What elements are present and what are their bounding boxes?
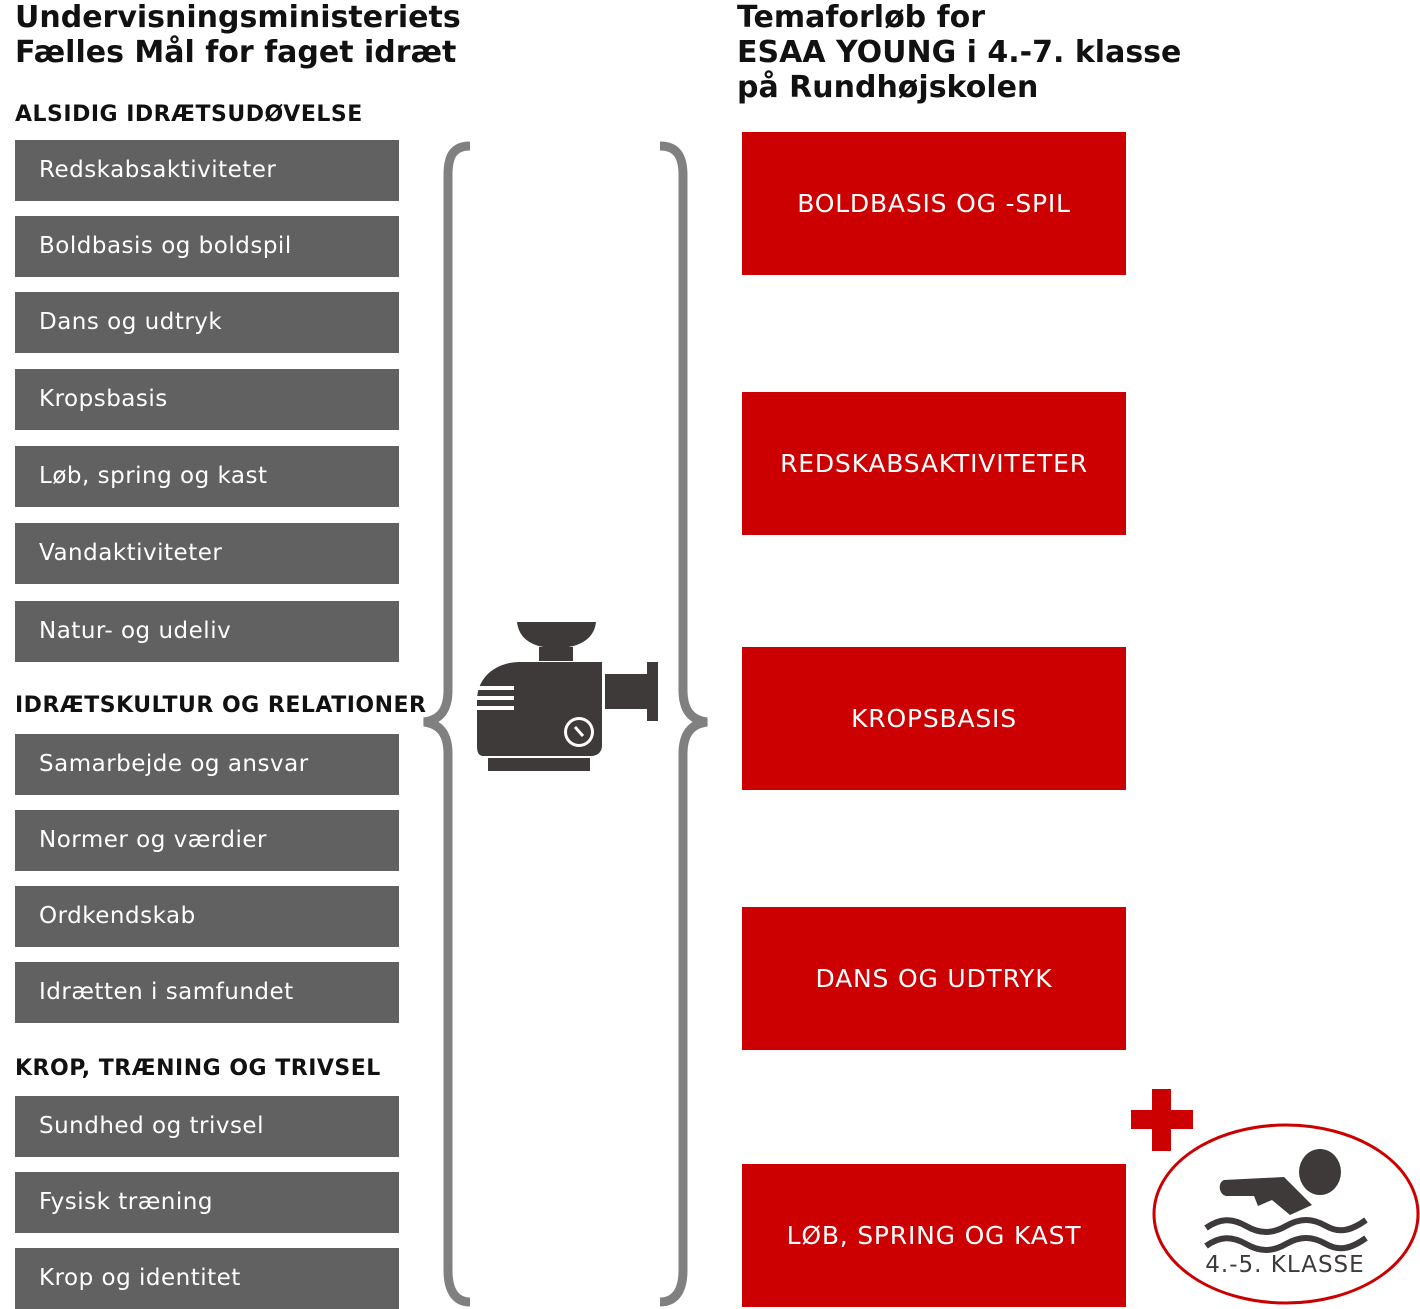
theme-box: DANS OG UDTRYK (742, 907, 1126, 1050)
theme-box: BOLDBASIS OG -SPIL (742, 132, 1126, 275)
group-heading: KROP, TRÆNING OG TRIVSEL (15, 1056, 381, 1081)
left-title: Undervisningsministeriets Fælles Mål for… (15, 0, 461, 70)
goal-item: Sundhed og trivsel (15, 1096, 399, 1157)
goal-item: Kropsbasis (15, 369, 399, 430)
left-brace (423, 141, 471, 1307)
badge-label: 4.-5. KLASSE (1205, 1252, 1365, 1278)
badge-ellipse (1152, 1123, 1420, 1305)
meat-grinder-icon (476, 622, 658, 771)
goal-item: Dans og udtryk (15, 292, 399, 353)
goal-item: Redskabsaktiviteter (15, 140, 399, 201)
plus-icon (1131, 1089, 1193, 1151)
group-heading: IDRÆTSKULTUR OG RELATIONER (15, 693, 427, 718)
right-brace (659, 141, 708, 1307)
group-heading: ALSIDIG IDRÆTSUDØVELSE (15, 102, 363, 127)
right-title: Temaforløb for ESAA YOUNG i 4.-7. klasse… (737, 0, 1182, 105)
swimmer-icon (1204, 1149, 1368, 1253)
goal-item: Fysisk træning (15, 1172, 399, 1233)
goal-item: Samarbejde og ansvar (15, 734, 399, 795)
goal-item: Ordkendskab (15, 886, 399, 947)
goal-item: Vandaktiviteter (15, 523, 399, 584)
goal-item: Løb, spring og kast (15, 446, 399, 507)
goal-item: Natur- og udeliv (15, 601, 399, 662)
goal-item: Idrætten i samfundet (15, 962, 399, 1023)
goal-item: Krop og identitet (15, 1248, 399, 1309)
theme-box: KROPSBASIS (742, 647, 1126, 790)
theme-box: REDSKABSAKTIVITETER (742, 392, 1126, 535)
goal-item: Normer og værdier (15, 810, 399, 871)
goal-item: Boldbasis og boldspil (15, 216, 399, 277)
theme-box: LØB, SPRING OG KAST (742, 1164, 1126, 1307)
